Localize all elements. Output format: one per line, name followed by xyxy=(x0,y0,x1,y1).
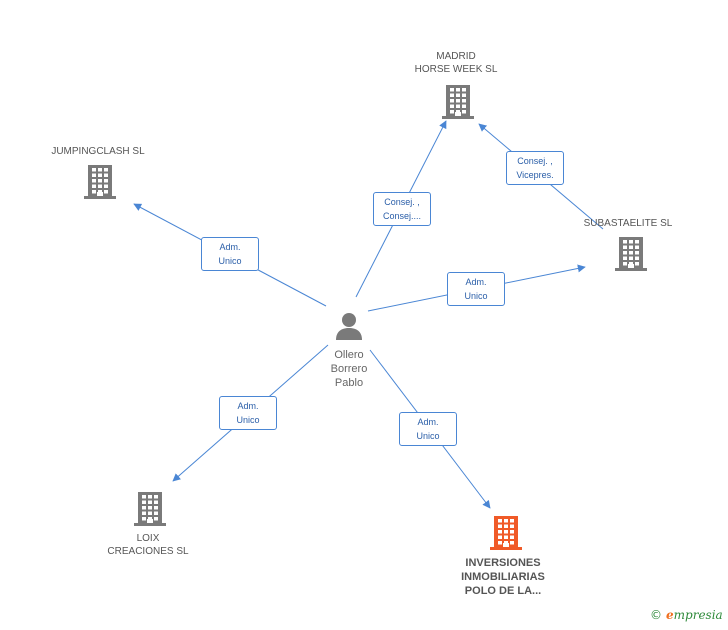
relation-label[interactable]: Adm. Unico xyxy=(399,412,457,446)
copyright-icon: © xyxy=(650,608,662,622)
company-name-jumpingclash[interactable]: JUMPINGCLASH SL xyxy=(51,146,145,157)
relation-label-line: Unico xyxy=(416,431,440,441)
company-name-loix[interactable]: LOIX CREACIONES SL xyxy=(107,533,189,557)
relation-label[interactable]: Adm. Unico xyxy=(201,237,259,271)
relation-label-line: Consej. , xyxy=(384,197,420,207)
building-icon[interactable] xyxy=(134,492,166,531)
company-name-inversiones[interactable]: INVERSIONES INMOBILIARIAS POLO DE LA... xyxy=(461,557,545,597)
company-name-madrid[interactable]: MADRID HORSE WEEK SL xyxy=(414,51,498,75)
person-name[interactable]: Ollero Borrero Pablo xyxy=(330,349,368,389)
relation-label-line: Consej.... xyxy=(382,211,422,221)
relation-label-line: Adm. xyxy=(219,242,241,252)
relation-label-line: Consej. , xyxy=(517,156,553,166)
building-icon[interactable] xyxy=(615,237,647,276)
relation-label[interactable]: Consej. , Vicepres. xyxy=(506,151,564,185)
relation-label-line: Adm. xyxy=(465,277,487,287)
brand-logo: ©empresia xyxy=(650,608,723,622)
relation-label-line: Unico xyxy=(464,291,488,301)
relation-label-line: Vicepres. xyxy=(516,170,554,180)
relation-label[interactable]: Adm. Unico xyxy=(219,396,277,430)
relation-label-line: Adm. xyxy=(417,417,439,427)
person-icon[interactable] xyxy=(334,312,364,345)
building-icon[interactable] xyxy=(442,85,474,124)
relation-label-line: Adm. xyxy=(237,401,259,411)
building-icon[interactable] xyxy=(84,165,116,204)
relation-label[interactable]: Consej. , Consej.... xyxy=(373,192,431,226)
relation-label-line: Unico xyxy=(218,256,242,266)
company-name-subastaelite[interactable]: SUBASTAELITE SL xyxy=(583,218,673,229)
relation-label-line: Unico xyxy=(236,415,260,425)
building-icon[interactable] xyxy=(490,516,522,555)
relation-label[interactable]: Adm. Unico xyxy=(447,272,505,306)
